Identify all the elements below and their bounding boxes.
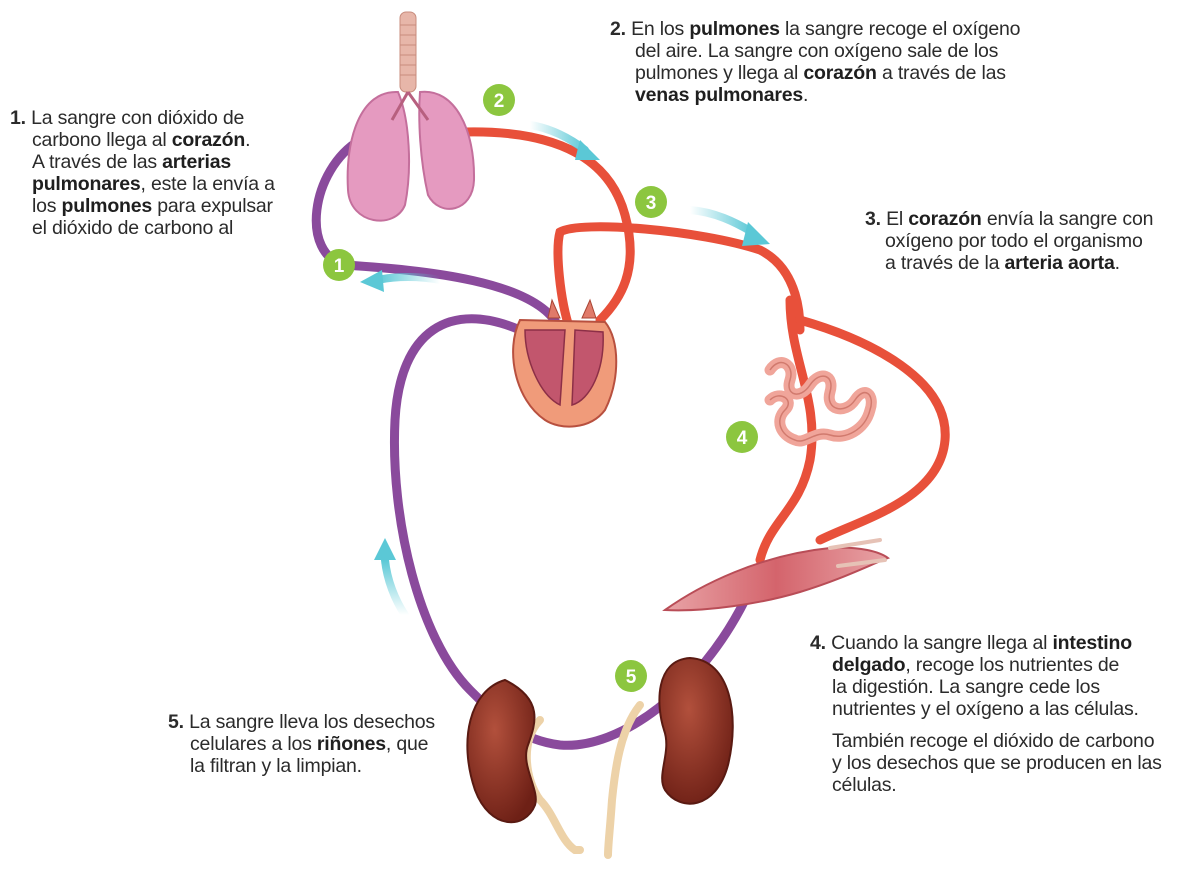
badge-1: 1 xyxy=(323,249,355,281)
step-number: 3. xyxy=(865,208,887,230)
text-segment: celulares a los xyxy=(190,733,317,755)
text-segment: El xyxy=(886,208,909,230)
text-segment: , este la envía a xyxy=(140,173,275,195)
badge-3: 3 xyxy=(635,186,667,218)
step-1-line: el dióxido de carbono al xyxy=(10,217,310,239)
flow-arrow-icon xyxy=(374,538,409,619)
step-number: 4. xyxy=(810,632,832,654)
bold-term: arteria aorta xyxy=(1004,252,1115,274)
step-3-line: oxígeno por todo el organismo xyxy=(865,230,1185,252)
step-extra-line: También recoge el dióxido de carbono xyxy=(832,730,1155,752)
text-segment: A través de las xyxy=(32,151,163,173)
intestine-illustration xyxy=(764,357,877,447)
text-segment: nutrientes y el oxígeno a las células. xyxy=(832,698,1139,720)
oxygenated-vessels xyxy=(460,127,950,565)
muscle-illustration xyxy=(662,538,891,612)
text-segment: envía la sangre con xyxy=(981,208,1154,230)
step-1-line: pulmonares, este la envía a xyxy=(10,173,310,195)
bold-term: riñones xyxy=(316,733,386,755)
bold-term: pulmonares xyxy=(32,173,141,195)
step-extra-line: y los desechos que se producen en las xyxy=(832,752,1162,774)
step-1-line: los pulmones para expulsar xyxy=(10,195,310,217)
flow-arrow-icon xyxy=(686,206,770,246)
step-5-line: 5. La sangre lleva los desechos xyxy=(168,711,468,733)
step-2-text: 2. En los pulmones la sangre recoge el o… xyxy=(610,18,1070,106)
badge-2-label: 2 xyxy=(494,91,505,112)
badge-3-label: 3 xyxy=(646,193,657,214)
badge-4: 4 xyxy=(726,421,758,453)
text-segment: La sangre con dióxido de xyxy=(31,107,245,129)
kidneys-illustration xyxy=(466,656,734,859)
badge-2: 2 xyxy=(483,84,515,116)
text-segment: pulmones y llega al xyxy=(635,62,804,84)
text-segment: . xyxy=(803,84,809,106)
text-segment: . xyxy=(245,129,251,151)
text-segment: En los xyxy=(631,18,690,40)
text-segment: Cuando la sangre llega al xyxy=(831,632,1053,654)
step-4-line: nutrientes y el oxígeno a las células. xyxy=(810,698,1195,720)
step-4-line: 4. Cuando la sangre llega al intestino xyxy=(810,632,1195,654)
text-segment: a través de las xyxy=(876,62,1006,84)
text-segment: , recoge los nutrientes de xyxy=(905,654,1120,676)
step-number: 1. xyxy=(10,107,32,129)
step-extra-line: células. xyxy=(832,774,897,796)
step-1-line: 1. La sangre con dióxido de xyxy=(10,107,310,129)
text-segment: los xyxy=(32,195,62,217)
step-4-line: la digestión. La sangre cede los xyxy=(810,676,1195,698)
badge-1-label: 1 xyxy=(334,256,345,277)
text-segment: del aire. La sangre con oxígeno sale de … xyxy=(635,40,999,62)
step-1-line: A través de las arterias xyxy=(10,151,310,173)
text-segment: , que xyxy=(385,733,429,755)
text-segment: la digestión. La sangre cede los xyxy=(832,676,1100,698)
bold-term: delgado xyxy=(832,654,906,676)
text-segment: la filtran y la limpian. xyxy=(190,755,362,777)
flow-arrow-icon xyxy=(360,270,444,292)
text-segment: la sangre recoge el oxígeno xyxy=(779,18,1021,40)
lungs-illustration xyxy=(346,11,476,222)
step-2-line: del aire. La sangre con oxígeno sale de … xyxy=(610,40,1070,62)
bold-term: corazón xyxy=(803,62,877,84)
text-segment: el dióxido de carbono al xyxy=(32,217,234,239)
step-number: 5. xyxy=(168,711,190,733)
step-5-line: celulares a los riñones, que xyxy=(168,733,468,755)
step-2-line: 2. En los pulmones la sangre recoge el o… xyxy=(610,18,1070,40)
number-badges: 1 2 3 4 5 xyxy=(323,84,758,692)
step-number: 2. xyxy=(610,18,632,40)
intestine-outline xyxy=(769,361,872,442)
bold-term: intestino xyxy=(1052,632,1132,654)
step-3-line: a través de la arteria aorta. xyxy=(865,252,1185,274)
badge-5: 5 xyxy=(615,660,647,692)
step-5-line: la filtran y la limpian. xyxy=(168,755,468,777)
step-1-line: carbono llega al corazón. xyxy=(10,129,310,151)
badge-5-label: 5 xyxy=(626,667,637,688)
heart-illustration xyxy=(512,298,618,428)
text-segment: oxígeno por todo el organismo xyxy=(885,230,1143,252)
badge-4-label: 4 xyxy=(737,428,748,449)
text-segment: . xyxy=(1114,252,1120,274)
text-segment: carbono llega al xyxy=(32,129,172,151)
text-segment: La sangre lleva los desechos xyxy=(189,711,435,733)
text-segment: a través de la xyxy=(885,252,1005,274)
step-4-line: delgado, recoge los nutrientes de xyxy=(810,654,1195,676)
step-2-line: pulmones y llega al corazón a través de … xyxy=(610,62,1070,84)
step-3-line: 3. El corazón envía la sangre con xyxy=(865,208,1185,230)
bold-term: venas pulmonares xyxy=(635,84,804,106)
bold-term: corazón xyxy=(171,129,246,151)
flow-arrows xyxy=(360,121,770,619)
bold-term: arterias xyxy=(162,151,231,173)
flow-arrow-icon xyxy=(526,121,600,160)
step-2-line: venas pulmonares. xyxy=(610,84,1070,106)
bold-term: corazón xyxy=(908,208,982,230)
text-segment: para expulsar xyxy=(152,195,273,217)
bold-term: pulmones xyxy=(689,18,780,40)
bold-term: pulmones xyxy=(61,195,153,217)
